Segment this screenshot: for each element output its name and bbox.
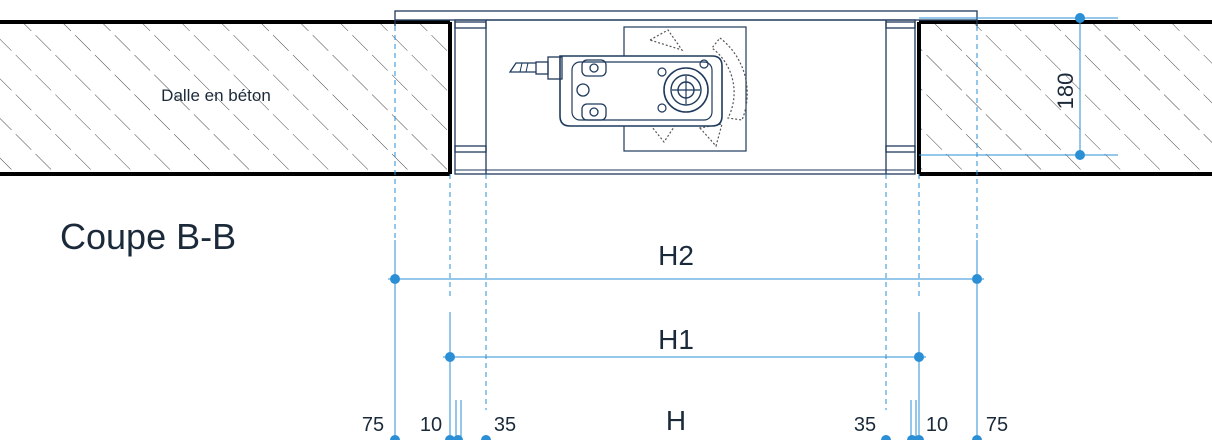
h2-dimension: [388, 274, 984, 284]
dim-right-10: 10: [926, 414, 948, 436]
dim-left-75: 75: [362, 414, 384, 436]
dim-left-10: 10: [420, 414, 442, 436]
damper-frame: [394, 10, 978, 175]
h1-label: H1: [658, 324, 694, 355]
dim-right-75: 75: [986, 414, 1008, 436]
dim-left-35: 35: [494, 414, 516, 436]
h-label: H: [666, 405, 686, 436]
thickness-dimension: [919, 13, 1118, 160]
solid-extension-lines: [394, 240, 978, 440]
h1-dimension: [443, 352, 926, 362]
concrete-slab-left: [0, 20, 452, 176]
actuator-mechanism: [508, 26, 748, 152]
concrete-slab-right: [917, 20, 1212, 176]
dim-right-35: 35: [854, 414, 876, 436]
extension-lines: [394, 26, 978, 410]
slab-thickness-label: 180: [1053, 73, 1078, 110]
h2-label: H2: [658, 240, 694, 271]
slab-label: Dalle en béton: [161, 86, 271, 105]
section-title: Coupe B-B: [60, 216, 236, 257]
